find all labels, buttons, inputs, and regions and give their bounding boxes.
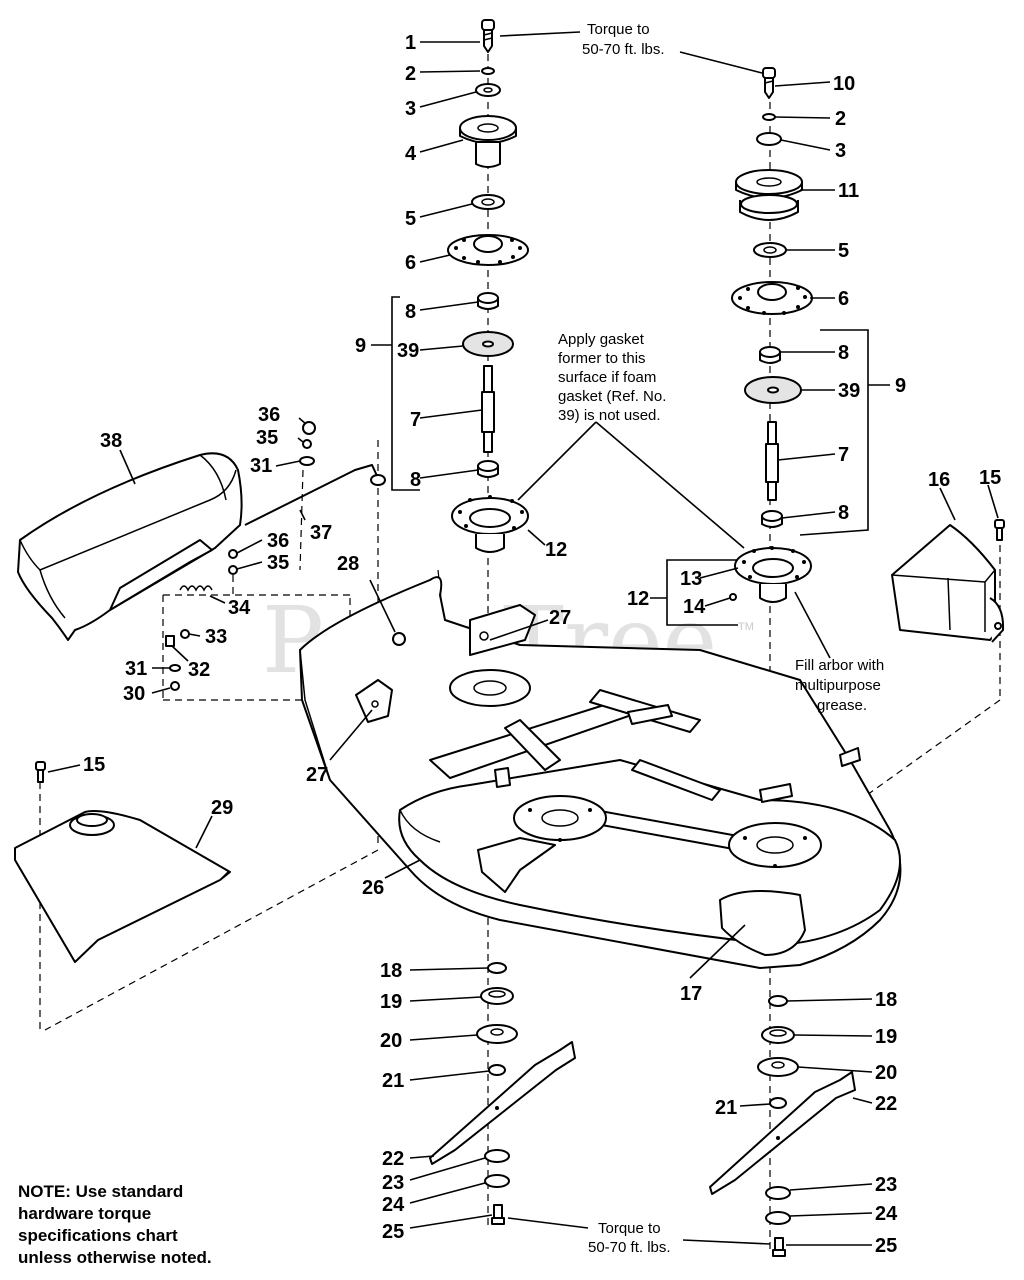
callout-10: 10 bbox=[833, 73, 855, 95]
left-blade-assembly bbox=[429, 962, 576, 1225]
gasket-note-line4: gasket (Ref. No. bbox=[558, 388, 666, 405]
callout-24-left: 24 bbox=[382, 1194, 405, 1216]
callout-11: 11 bbox=[838, 180, 859, 202]
callout-8-right-top: 8 bbox=[838, 342, 849, 364]
callout-6-left: 6 bbox=[405, 252, 416, 274]
callout-22-left: 22 bbox=[382, 1148, 404, 1170]
callout-2-left: 2 bbox=[405, 63, 416, 85]
callout-1: 1 bbox=[405, 32, 416, 54]
grease-note-line1: Fill arbor with bbox=[795, 657, 884, 674]
callout-12-right: 12 bbox=[627, 588, 649, 610]
callout-8-right-bottom: 8 bbox=[838, 502, 849, 524]
callout-8-left-bottom: 8 bbox=[410, 469, 421, 491]
torque-note-top-line1: Torque to bbox=[587, 21, 650, 38]
callout-20-right: 20 bbox=[875, 1062, 897, 1084]
callout-7-right: 7 bbox=[838, 444, 849, 466]
callout-35-mid: 35 bbox=[267, 552, 289, 574]
callout-24-right: 24 bbox=[875, 1203, 898, 1225]
callout-22-right: 22 bbox=[875, 1093, 897, 1115]
gasket-note-line2: former to this bbox=[558, 350, 646, 367]
callout-18-left: 18 bbox=[380, 960, 402, 982]
general-note-line1: NOTE: Use standard bbox=[18, 1182, 183, 1201]
general-note-line2: hardware torque bbox=[18, 1204, 151, 1223]
left-spindle-cover bbox=[14, 761, 231, 963]
callout-4: 4 bbox=[405, 143, 417, 165]
callout-labels: 1 2 3 4 5 6 8 9 39 7 8 12 10 2 3 11 5 6 … bbox=[83, 32, 1001, 1257]
callout-15-left: 15 bbox=[83, 754, 105, 776]
grease-note-line2: multipurpose bbox=[795, 677, 881, 694]
callout-31-bottom: 31 bbox=[125, 658, 147, 680]
callout-30: 30 bbox=[123, 683, 145, 705]
callout-23-right: 23 bbox=[875, 1174, 897, 1196]
callout-37: 37 bbox=[310, 522, 332, 544]
callout-27-right: 27 bbox=[549, 607, 571, 629]
callout-23-left: 23 bbox=[382, 1172, 404, 1194]
callout-33: 33 bbox=[205, 626, 227, 648]
callout-12-left: 12 bbox=[545, 539, 567, 561]
callout-6-right: 6 bbox=[838, 288, 849, 310]
callout-16: 16 bbox=[928, 469, 950, 491]
callout-32: 32 bbox=[188, 659, 210, 681]
right-spindle-assembly bbox=[729, 67, 813, 603]
torque-note-bottom-line1: Torque to bbox=[598, 1220, 661, 1237]
callout-27-left: 27 bbox=[306, 764, 328, 786]
callout-19-right: 19 bbox=[875, 1026, 897, 1048]
mower-deck-housing bbox=[299, 576, 902, 969]
callout-5-left: 5 bbox=[405, 208, 416, 230]
callout-25-left: 25 bbox=[382, 1221, 404, 1243]
callout-34: 34 bbox=[228, 597, 251, 619]
annotation-notes: Torque to 50-70 ft. lbs. Apply gasket fo… bbox=[18, 21, 884, 1267]
right-belt-cover bbox=[891, 519, 1005, 643]
callout-9-right: 9 bbox=[895, 375, 906, 397]
general-note-line4: unless otherwise noted. bbox=[18, 1248, 212, 1267]
callout-25-right: 25 bbox=[875, 1235, 897, 1257]
general-note-line3: specifications chart bbox=[18, 1226, 178, 1245]
callout-7-left: 7 bbox=[410, 409, 421, 431]
callout-15-right: 15 bbox=[979, 467, 1001, 489]
callout-39-right: 39 bbox=[838, 380, 860, 402]
callout-21-left: 21 bbox=[382, 1070, 404, 1092]
leader-lines bbox=[47, 31, 999, 1246]
gasket-note-line5: 39) is not used. bbox=[558, 407, 661, 424]
callout-19-left: 19 bbox=[380, 991, 402, 1013]
right-blade-assembly bbox=[709, 995, 856, 1257]
callout-3-left: 3 bbox=[405, 98, 416, 120]
callout-2-right: 2 bbox=[835, 108, 846, 130]
gasket-note-line3: surface if foam bbox=[558, 369, 656, 386]
grease-note-line3: grease. bbox=[817, 697, 867, 714]
callout-20-left: 20 bbox=[380, 1030, 402, 1052]
callout-35-top: 35 bbox=[256, 427, 278, 449]
torque-note-top-line2: 50-70 ft. lbs. bbox=[582, 41, 665, 58]
callout-3-right: 3 bbox=[835, 140, 846, 162]
callout-9-left: 9 bbox=[355, 335, 366, 357]
callout-5-right: 5 bbox=[838, 240, 849, 262]
callout-28: 28 bbox=[337, 553, 359, 575]
torque-note-bottom-line2: 50-70 ft. lbs. bbox=[588, 1239, 671, 1256]
left-belt-cover-assembly bbox=[17, 421, 386, 691]
left-spindle-assembly bbox=[447, 19, 529, 553]
callout-18-right: 18 bbox=[875, 989, 897, 1011]
callout-8-left-top: 8 bbox=[405, 301, 416, 323]
callout-26: 26 bbox=[362, 877, 384, 899]
callout-36-mid: 36 bbox=[267, 530, 289, 552]
callout-29: 29 bbox=[211, 797, 233, 819]
callout-39-left: 39 bbox=[397, 340, 419, 362]
callout-13: 13 bbox=[680, 568, 702, 590]
callout-31-top: 31 bbox=[250, 455, 272, 477]
callout-14: 14 bbox=[683, 596, 706, 618]
callout-21-right: 21 bbox=[715, 1097, 737, 1119]
callout-17: 17 bbox=[680, 983, 702, 1005]
gasket-note-line1: Apply gasket bbox=[558, 331, 645, 348]
watermark-trademark: TM bbox=[738, 621, 754, 633]
callout-36-top: 36 bbox=[258, 404, 280, 426]
callout-38: 38 bbox=[100, 430, 122, 452]
